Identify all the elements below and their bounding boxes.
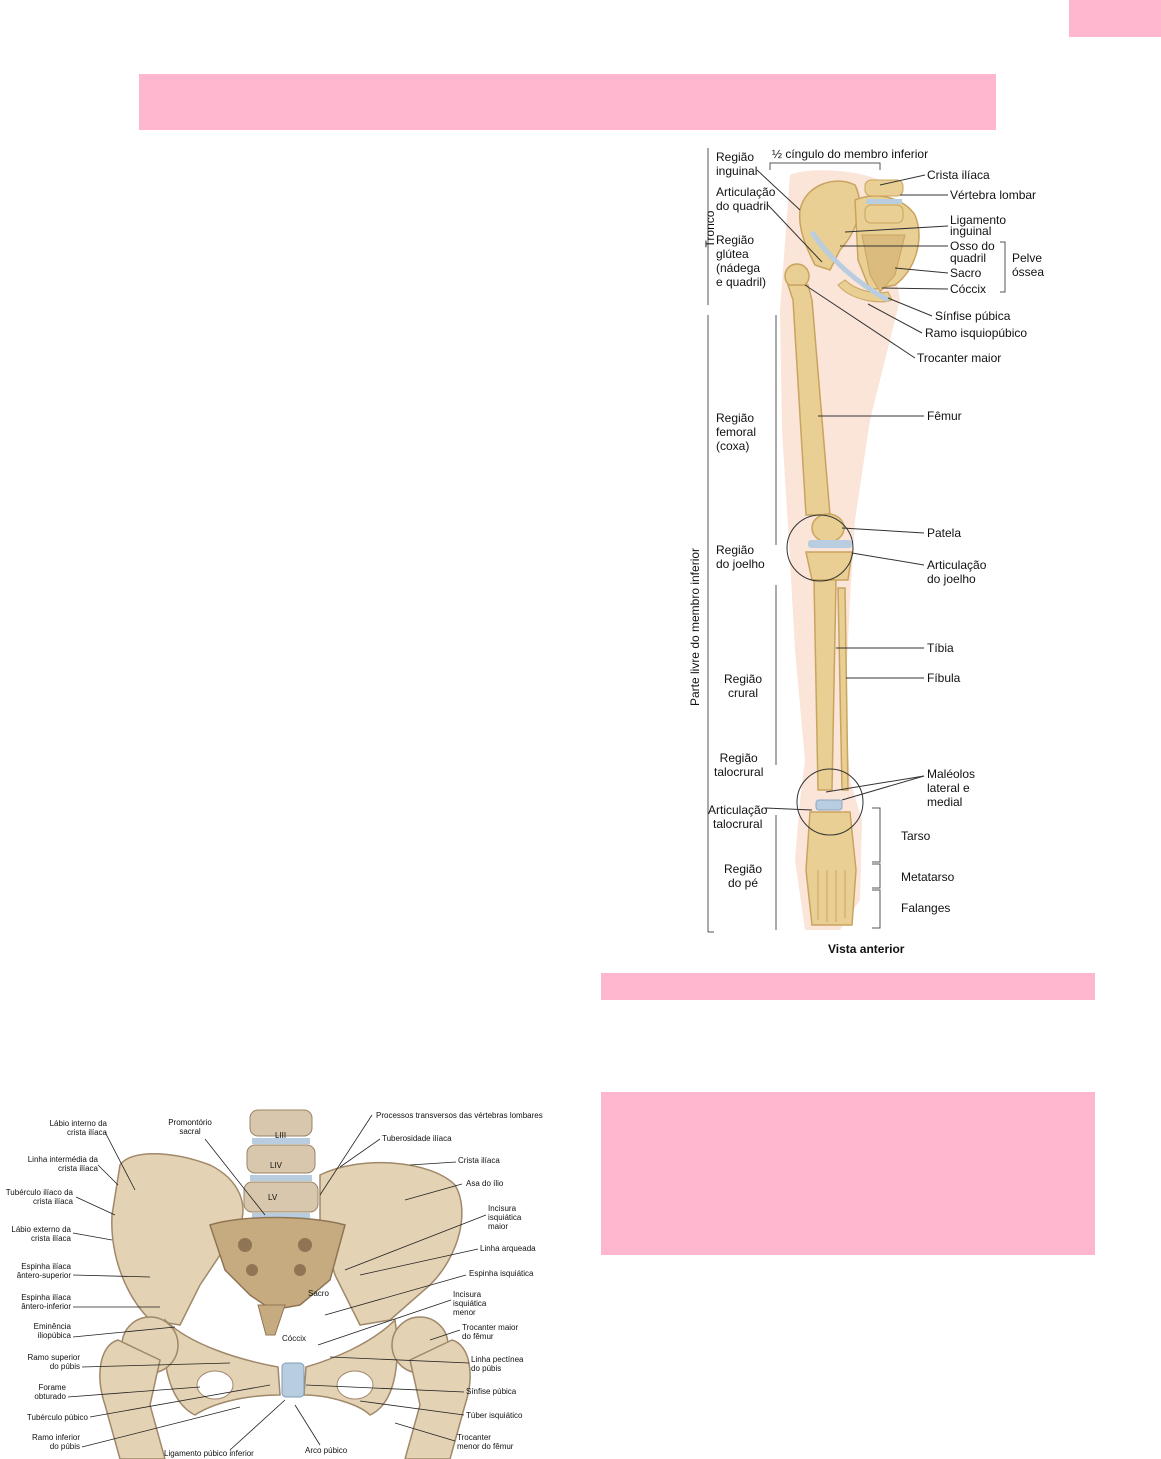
pelvis-illustration	[67, 1109, 487, 1459]
bracket-tronco: Tronco	[703, 210, 717, 248]
label-ligamento-inguinal: Ligamento inguinal	[950, 213, 1007, 238]
region-joelho: Região do joelho	[716, 543, 765, 571]
pelvis-label-asa: Asa do ílio	[466, 1179, 504, 1188]
pelvis-label-tuberosidade: Tuberosidade ilíaca	[382, 1134, 452, 1143]
label-osso-quadril: Osso do quadril	[950, 239, 995, 265]
leg-illustration	[707, 148, 1006, 933]
pelvis-label-ramo-superior: Ramo superior do púbis	[27, 1353, 80, 1371]
pelvis-label-espinha-isquiatica: Espinha isquiática	[469, 1269, 534, 1278]
pelvis-label-eiai: Espinha ilíaca ântero-inferior	[21, 1293, 71, 1311]
label-coccix: Cóccix	[950, 282, 987, 296]
region-crural: Região crural	[724, 672, 763, 700]
caption-bar	[601, 973, 1095, 1000]
region-glutea: Região glútea (nádega e quadril)	[716, 233, 767, 289]
pelvis-label-tuberculo-pubico: Tubérculo púbico	[26, 1413, 88, 1422]
pelvis-label-incisura-maior: Incisura isquiática maior	[488, 1204, 522, 1231]
leg-figure: ½ cíngulo do membro inferior Tronco Part…	[688, 147, 1045, 956]
label-falanges: Falanges	[901, 901, 951, 915]
label-tarso: Tarso	[901, 829, 931, 843]
label-articulacao-joelho: Articulação do joelho	[927, 558, 987, 586]
region-talocrural: Região talocrural	[714, 751, 764, 779]
region-articulacao-talocrural: Articulação talocrural	[708, 803, 768, 831]
label-tibia: Tíbia	[927, 641, 954, 655]
view-caption: Vista anterior	[828, 942, 905, 956]
title-bar	[139, 74, 996, 130]
vertebra-lv: LV	[268, 1193, 278, 1202]
label-metatarso: Metatarso	[901, 870, 955, 884]
label-trocanter-maior: Trocanter maior	[917, 351, 1002, 365]
pelvis-label-trocanter-menor: Trocanter menor do fêmur	[457, 1433, 514, 1451]
pelvis-label-ligamento-inferior: Ligamento púbico inferior	[164, 1449, 254, 1458]
pelvis-label-tuberculo-iliaco: Tubérculo ilíaco da crista ilíaca	[5, 1188, 73, 1206]
label-sacro: Sacro	[950, 266, 982, 280]
pelvis-label-sinfise: Sínfise púbica	[466, 1387, 517, 1396]
pelvis-label-arco-pubico: Arco púbico	[305, 1446, 348, 1455]
pelvis-figure: Lábio interno da crista ilíaca Linha int…	[0, 1105, 560, 1459]
label-vertebra-lombar: Vértebra lombar	[950, 188, 1037, 202]
pelvis-label-forame: Forame obturado	[34, 1383, 66, 1401]
pelvis-label-linha-pectinea: Linha pectínea do púbis	[471, 1355, 524, 1373]
pelvis-label-coccix: Cóccix	[282, 1334, 307, 1343]
pelvis-label-tuber: Túber isquiático	[466, 1411, 523, 1420]
label-crista-iliaca: Crista ilíaca	[927, 168, 990, 182]
pelvis-label-eminencia: Eminência iliopúbica	[33, 1322, 71, 1340]
label-pelve-ossea: Pelve óssea	[1012, 251, 1045, 279]
label-patela: Patela	[927, 526, 962, 540]
vertebra-liii: LIII	[275, 1131, 287, 1140]
pelvis-label-ramo-inferior: Ramo inferior do púbis	[31, 1433, 80, 1451]
label-femur: Fêmur	[927, 409, 962, 423]
pelvis-label-trocanter-maior: Trocanter maior do fêmur	[462, 1323, 519, 1341]
pelvis-label-promontorio: Promontório sacral	[168, 1118, 212, 1136]
pelvis-label-labio-externo: Lábio externo da crista ilíaca	[11, 1225, 71, 1243]
pelvis-label-incisura-menor: Incisura isquiática menor	[453, 1290, 487, 1317]
region-femoral: Região femoral (coxa)	[716, 411, 757, 453]
pelvis-label-eias: Espinha ilíaca ântero-superior	[16, 1262, 71, 1280]
pelvis-label-labio-interno: Lábio interno da crista ilíaca	[49, 1119, 107, 1137]
text-box	[601, 1092, 1095, 1255]
pelvis-label-linha-arqueada: Linha arqueada	[480, 1244, 536, 1253]
label-ramo-isquiopubico: Ramo isquiopúbico	[925, 326, 1028, 340]
vertebra-liv: LIV	[270, 1161, 283, 1170]
region-pe: Região do pé	[724, 862, 763, 890]
corner-tab	[1069, 0, 1161, 37]
label-maleolos: Maléolos lateral e medial	[927, 767, 976, 809]
pelvis-label-linha-intermedia: Linha intermédia da crista ilíaca	[27, 1155, 98, 1173]
region-inguinal: Região inguinal	[716, 150, 758, 178]
pelvis-label-crista: Crista ilíaca	[458, 1156, 500, 1165]
label-fibula: Fíbula	[927, 671, 961, 685]
pelvis-label-sacro: Sacro	[308, 1289, 329, 1298]
top-label: ½ cíngulo do membro inferior	[772, 147, 929, 161]
bracket-parte-livre: Parte livre do membro inferior	[688, 547, 702, 707]
label-sinfise-pubica: Sínfise púbica	[935, 309, 1011, 323]
pelvis-label-processos: Processos transversos das vértebras lomb…	[376, 1111, 543, 1120]
region-articulacao-quadril: Articulação do quadril	[716, 185, 776, 213]
